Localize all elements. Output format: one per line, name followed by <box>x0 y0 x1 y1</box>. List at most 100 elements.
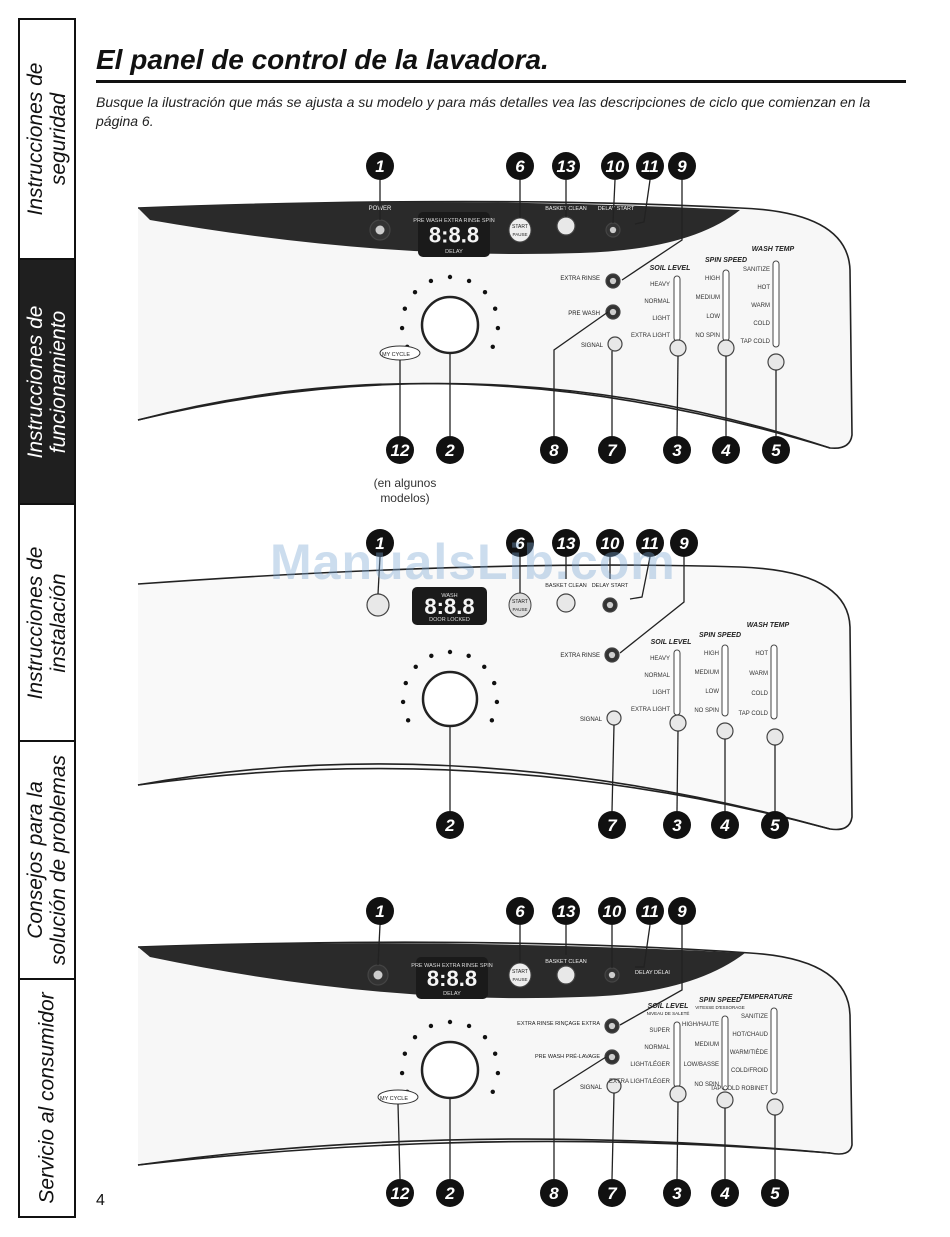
option-label: HIGH/HAUTE <box>682 1022 719 1028</box>
temperature-title: TEMPERATURE <box>740 994 793 1001</box>
cycle-selector-knob[interactable] <box>420 295 480 355</box>
callout-marker: 10 <box>598 897 626 925</box>
leader-line <box>676 355 679 437</box>
option-label: WARM <box>751 303 770 309</box>
tab-funcionamiento[interactable]: Instrucciones de funcionamiento <box>20 260 74 505</box>
callout-disc <box>366 529 394 557</box>
start-pause-button[interactable] <box>508 592 532 618</box>
control-panel-1: 161310119POWERPRE WASH EXTRA RINSE SPIN8… <box>130 150 860 470</box>
status-display <box>418 212 490 257</box>
cycle-indicator-dot <box>399 325 405 331</box>
spin-speed-selector-track <box>721 644 729 717</box>
cycle-indicator-dot <box>489 718 495 723</box>
cycle-indicator-dot <box>482 1034 488 1040</box>
start-pause-button[interactable] <box>508 217 532 243</box>
start-pause-button[interactable] <box>508 962 532 988</box>
leader-line <box>611 1092 615 1180</box>
delay-start-button-center <box>608 971 616 979</box>
tab-problemas[interactable]: Consejos para la solución de problemas <box>20 742 74 980</box>
callout-marker: 3 <box>663 811 691 839</box>
option-label: SANITIZE <box>743 267 770 273</box>
callout-marker: 9 <box>668 152 696 180</box>
callout-number: 10 <box>601 534 620 553</box>
callout-disc <box>761 811 789 839</box>
basket-clean-button[interactable] <box>556 216 576 236</box>
callout-number: 3 <box>672 816 682 835</box>
delay-start-button-center <box>609 226 617 234</box>
power-button-center <box>375 225 385 235</box>
soil-level-button[interactable] <box>669 1085 687 1103</box>
spin-speed-button[interactable] <box>717 339 735 357</box>
option-label: NO SPIN <box>695 333 720 339</box>
signal-button[interactable] <box>606 710 622 726</box>
tab-seguridad[interactable]: Instrucciones de seguridad <box>20 20 74 260</box>
cycle-indicator-dot <box>429 653 434 659</box>
cycle-indicator-dot <box>495 1070 501 1076</box>
temperature-button[interactable] <box>766 1098 784 1116</box>
pre-wash-button-center <box>609 308 617 316</box>
option-label: HEAVY <box>650 656 670 662</box>
callout-marker: 13 <box>552 897 580 925</box>
callout-marker: 1 <box>366 152 394 180</box>
option-label: LOW <box>705 689 719 695</box>
spin-speed-subtitle: VITESSE D'ESSORAGE <box>695 1005 745 1010</box>
basket-clean-label: BASKET CLEAN <box>545 959 586 965</box>
callout-marker: 13 <box>552 152 580 180</box>
signal-label: SIGNAL <box>580 1085 603 1091</box>
pre-wash-label: PRE WASH PRÉ-LAVAGE <box>535 1053 600 1060</box>
callout-marker: 11 <box>636 897 664 925</box>
callout-number: 12 <box>391 1184 410 1203</box>
basket-clean-button[interactable] <box>556 965 576 985</box>
cycle-indicator-dot <box>466 1023 472 1029</box>
cycle-indicator-dot <box>447 1019 453 1025</box>
cycle-indicator-dot <box>447 274 453 280</box>
cycle-selector-knob[interactable] <box>420 1040 480 1100</box>
cycle-indicator-dot <box>412 289 418 295</box>
extra-rinse-label: EXTRA RINSE RINÇAGE EXTRA <box>517 1021 600 1027</box>
callout-disc <box>386 1179 414 1207</box>
soil-level-button[interactable] <box>669 339 687 357</box>
title-rule <box>96 80 906 83</box>
option-label: LOW <box>706 314 720 320</box>
callout-marker: 2 <box>436 1179 464 1207</box>
spin-speed-button[interactable] <box>716 1091 734 1109</box>
callout-disc <box>636 152 664 180</box>
callout-disc <box>540 1179 568 1207</box>
panel-1-drawing: 161310119POWERPRE WASH EXTRA RINSE SPIN8… <box>137 152 853 464</box>
wash-temp-button[interactable] <box>767 353 785 371</box>
leader-line <box>553 311 609 436</box>
callout-marker: 6 <box>506 152 534 180</box>
wash-temp-selector-track <box>770 644 778 720</box>
callout-marker: 5 <box>762 436 790 464</box>
soil-level-button[interactable] <box>669 714 687 732</box>
cycle-indicator-dot <box>490 344 495 349</box>
callout-disc <box>663 811 691 839</box>
extra-rinse-button-center <box>608 1022 616 1030</box>
option-label: EXTRA LIGHT <box>631 707 670 713</box>
cycle-indicator-dot <box>494 699 500 705</box>
cycle-indicator-dot <box>413 664 418 670</box>
callout-disc <box>663 1179 691 1207</box>
signal-button[interactable] <box>607 336 623 352</box>
panel-lower-edge <box>137 1138 831 1166</box>
extra-rinse-label: EXTRA RINSE <box>560 276 600 282</box>
callout-disc <box>540 436 568 464</box>
callout-disc <box>552 897 580 925</box>
basket-clean-button[interactable] <box>556 593 576 613</box>
tab-servicio[interactable]: Servicio al consumidor <box>20 980 74 1216</box>
cycle-selector-knob[interactable] <box>421 670 479 728</box>
spin-speed-button[interactable] <box>716 722 734 740</box>
wash-temp-title: WASH TEMP <box>752 246 795 253</box>
callout-disc <box>668 897 696 925</box>
leader-line <box>619 557 685 654</box>
wash-temp-button[interactable] <box>766 728 784 746</box>
tab-instalacion[interactable]: Instrucciones de instalación <box>20 505 74 742</box>
power-button[interactable] <box>366 593 390 617</box>
callout-marker: 12 <box>386 1179 414 1207</box>
callout-number: 6 <box>515 534 525 553</box>
pre-wash-label: PRE WASH <box>568 311 600 317</box>
